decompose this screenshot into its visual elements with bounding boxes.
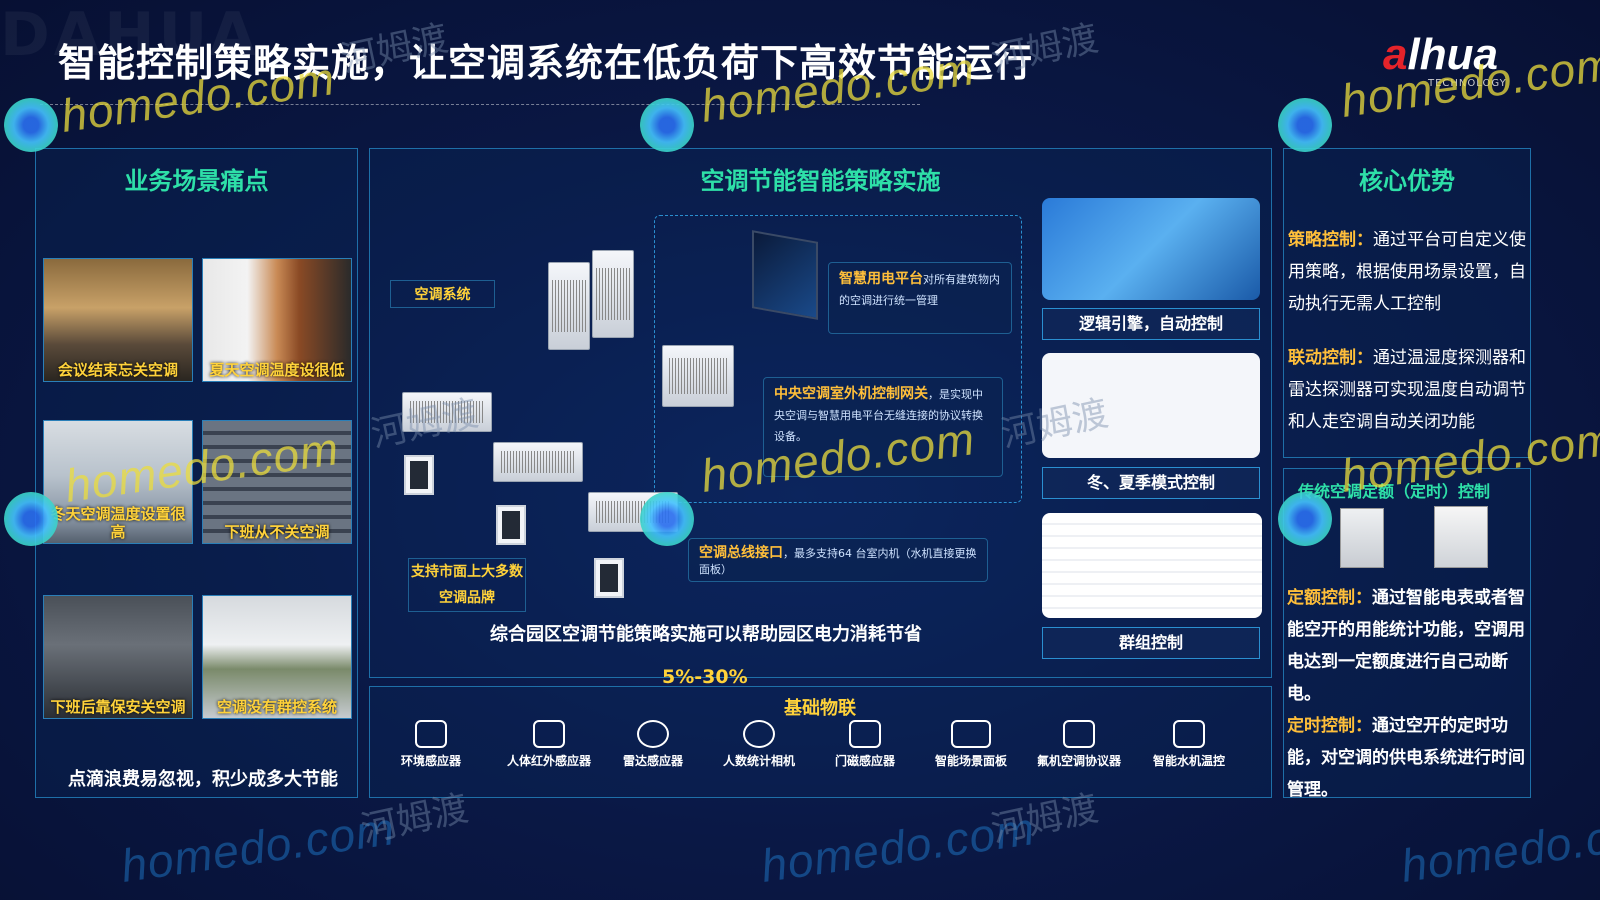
pain-card-security-guard: 下班后靠保安关空调 — [43, 595, 193, 719]
smart-meter-icon — [1340, 508, 1384, 568]
door-sensor-icon — [849, 720, 881, 748]
pain-card-no-group-control: 空调没有群控系统 — [202, 595, 352, 719]
title-divider — [40, 104, 920, 105]
radar-sensor-icon — [637, 720, 669, 748]
platform-callout: 智慧用电平台对所有建筑物内的空调进行统一管理 — [828, 262, 1012, 334]
iot-item-label: 环境感应器 — [400, 754, 461, 768]
office-room-photo — [44, 421, 192, 543]
dahua-logo: alhua — [1383, 30, 1498, 79]
water-thermostat-icon — [1173, 720, 1205, 748]
pain-card-label: 会议结束忘关空调 — [57, 361, 178, 379]
infrared-sensor-icon — [533, 720, 565, 748]
logo-subtitle: TECHNOLOGY — [1428, 78, 1507, 89]
pain-summary: 点滴浪费易忽视，积少成多大节能 — [68, 769, 338, 790]
timer-control-highlight: 定时控制： — [1287, 716, 1372, 736]
pain-card-winter-hot: 冬天空调温度设置很高 — [43, 420, 193, 544]
page-title: 智能控制策略实施，让空调系统在低负荷下高效节能运行 — [58, 41, 1034, 85]
ac-units-photo — [203, 421, 351, 543]
brand-support-tag: 支持市面上大多数空调品牌 — [408, 558, 526, 612]
strategy-control-highlight: 策略控制： — [1288, 230, 1373, 250]
smart-breaker-icon — [1434, 506, 1488, 568]
ac-protocol-icon — [1063, 720, 1095, 748]
strategy-title: 空调节能智能策略实施 — [700, 167, 941, 195]
pain-card-label: 下班后靠保安关空调 — [50, 698, 186, 716]
feature-group-control: 群组控制 — [1042, 627, 1260, 659]
indoor-unit-icon — [588, 492, 678, 532]
pain-card-label: 冬天空调温度设置很高 — [50, 505, 186, 541]
pain-card-meeting: 会议结束忘关空调 — [43, 258, 193, 382]
strategy-control-desc: 通过平台可自定义使用策略，根据使用场景设置，自动执行无需人工控制 — [1288, 230, 1526, 314]
people-counting-camera-icon — [743, 720, 775, 748]
pain-card-label: 下班从不关空调 — [224, 523, 330, 541]
iot-item-label: 雷达感应器 — [622, 754, 683, 768]
strategy-control-text: 策略控制：通过平台可自定义使用策略，根据使用场景设置，自动执行无需人工控制 — [1288, 224, 1528, 320]
bus-callout-text: ，最多支持64 台室内机（水机直接更换面板） — [699, 547, 977, 576]
gateway-callout: 中央空调室外机控制网关，是实现中央空调与智慧用电平台无缝连接的协议转换设备。 — [763, 377, 1003, 477]
traditional-control-title: 传统空调定额（定时）控制 — [1298, 482, 1491, 501]
feature-season-mode: 冬、夏季模式控制 — [1042, 467, 1260, 499]
quota-control-highlight: 定额控制： — [1287, 588, 1372, 608]
group-control-thumbnail — [1042, 513, 1262, 618]
gateway-callout-title: 中央空调室外机控制网关 — [774, 386, 928, 402]
linkage-control-desc: 通过温湿度探测器和雷达探测器可实现温度自动调节和人走空调自动关闭功能 — [1288, 348, 1526, 432]
iot-item-label: 人体红外感应器 — [506, 754, 591, 768]
indoor-unit-icon — [402, 392, 492, 432]
pain-card-summer-cold: 夏天空调温度设很低 — [202, 258, 352, 382]
linkage-control-text: 联动控制：通过温湿度探测器和雷达探测器可实现温度自动调节和人走空调自动关闭功能 — [1288, 342, 1528, 438]
iot-item-label: 门磁感应器 — [834, 754, 895, 768]
platform-monitor-icon — [752, 230, 818, 320]
platform-callout-title: 智慧用电平台 — [839, 271, 923, 287]
outdoor-unit-icon — [548, 262, 590, 350]
iot-item-label: 智能场景面板 — [934, 754, 1007, 768]
iot-item: 智能场景面板 — [926, 720, 1016, 769]
advantages-panel: 核心优势 — [1283, 148, 1531, 458]
control-panel-icon — [594, 558, 624, 598]
cold-woman-photo — [203, 259, 351, 381]
iot-item: 环境感应器 — [386, 720, 476, 769]
indoor-unit-icon — [493, 442, 583, 482]
guard-hallway-photo — [44, 596, 192, 718]
control-panel-icon — [496, 505, 526, 545]
pain-points-title: 业务场景痛点 — [124, 167, 269, 195]
iot-item: 智能水机温控 — [1144, 720, 1234, 769]
platform-callout-text: 对所有建筑物内的空调进行统一管理 — [839, 273, 1000, 307]
outdoor-unit-icon — [592, 250, 634, 338]
iot-item: 人体红外感应器 — [504, 720, 594, 769]
control-panel-icon — [404, 455, 434, 495]
feature-logic-engine: 逻辑引擎，自动控制 — [1042, 308, 1260, 340]
gateway-callout-text: ，是实现中央空调与智慧用电平台无缝连接的协议转换设备。 — [774, 388, 983, 443]
quota-control-desc: 通过智能电表或者智能空开的用能统计功能，空调用电达到一定额度进行自己动断电。 — [1287, 588, 1525, 704]
architecture-dashed-box — [654, 215, 1022, 503]
timer-control-text: 定时控制：通过空开的定时功能，对空调的供电系统进行时间管理。 — [1287, 710, 1527, 806]
iot-item: 门磁感应器 — [820, 720, 910, 769]
timer-control-desc: 通过空开的定时功能，对空调的供电系统进行时间管理。 — [1287, 716, 1525, 800]
iot-item: 雷达感应器 — [608, 720, 698, 769]
gateway-device-icon — [662, 345, 734, 407]
iot-item: 氟机空调协议器 — [1034, 720, 1124, 769]
iot-title: 基础物联 — [784, 698, 856, 719]
pain-card-label: 夏天空调温度设很低 — [209, 361, 345, 379]
meeting-room-photo — [44, 259, 192, 381]
logic-engine-thumbnail — [1042, 198, 1260, 300]
meter-photo — [203, 596, 351, 718]
iot-item-label: 氟机空调协议器 — [1036, 754, 1121, 768]
savings-text: 综合园区空调节能策略实施可以帮助园区电力消耗节省 — [490, 624, 922, 645]
iot-item-label: 人数统计相机 — [722, 754, 795, 768]
background-brand-text: DAHUA — [0, 0, 260, 70]
bus-callout: 空调总线接口，最多支持64 台室内机（水机直接更换面板） — [688, 538, 988, 582]
linkage-control-highlight: 联动控制： — [1288, 348, 1373, 368]
environment-sensor-icon — [415, 720, 447, 748]
savings-percentage: 5%-30% — [662, 666, 748, 688]
iot-item: 人数统计相机 — [714, 720, 804, 769]
season-mode-thumbnail — [1042, 353, 1260, 458]
advantages-title: 核心优势 — [1359, 167, 1455, 195]
bus-callout-title: 空调总线接口 — [699, 545, 783, 561]
iot-item-label: 智能水机温控 — [1152, 754, 1225, 768]
iot-panel — [369, 686, 1272, 798]
pain-card-label: 空调没有群控系统 — [216, 698, 337, 716]
ac-system-tag: 空调系统 — [390, 280, 495, 308]
quota-control-text: 定额控制：通过智能电表或者智能空开的用能统计功能，空调用电达到一定额度进行自己动… — [1287, 582, 1527, 710]
scene-panel-icon — [951, 720, 991, 748]
pain-card-never-off: 下班从不关空调 — [202, 420, 352, 544]
